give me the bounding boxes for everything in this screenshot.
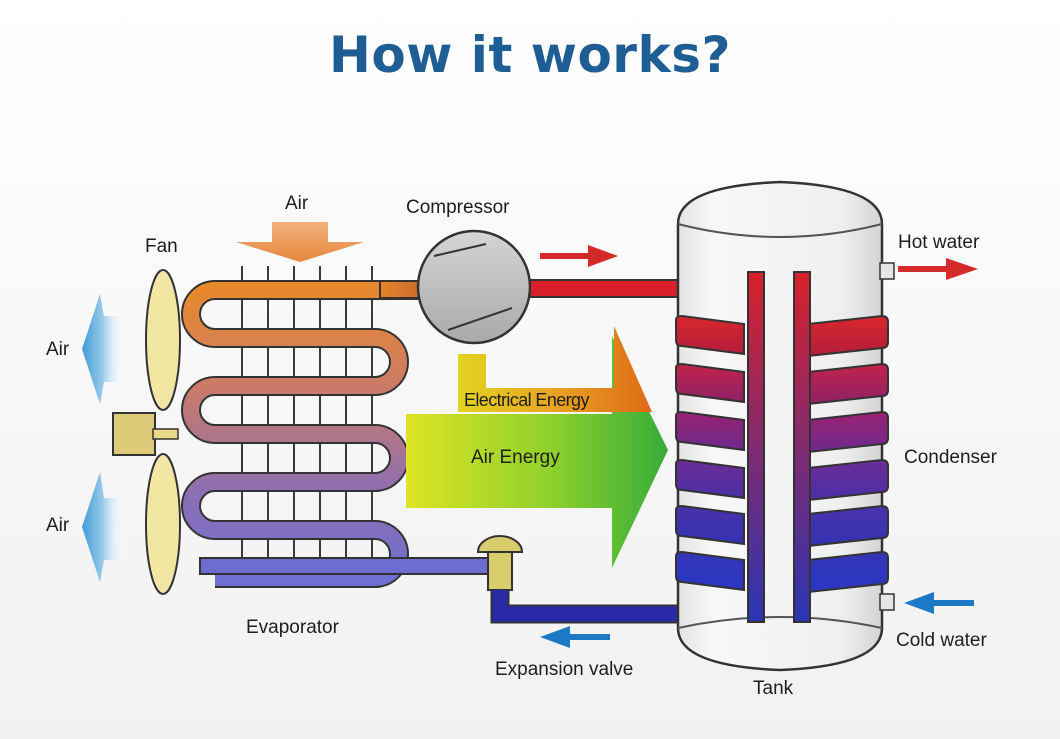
- fan-blade-top: [145, 269, 181, 411]
- condenser-label: Condenser: [904, 447, 997, 468]
- tank-label: Tank: [753, 678, 794, 699]
- page-title: How it works?: [329, 26, 731, 84]
- compressor: [416, 229, 532, 345]
- cold-water-in-arrow: [904, 592, 974, 614]
- air-energy-arrow: [406, 336, 668, 568]
- cold-water-label: Cold water: [896, 630, 987, 651]
- cold-flow-arrow: [540, 626, 610, 648]
- tank: [676, 180, 884, 672]
- air-out-arrow-bottom: [82, 472, 124, 582]
- air-out-label-bottom: Air: [46, 515, 70, 536]
- hot-flow-arrow: [540, 245, 618, 267]
- air-in-label: Air: [285, 193, 309, 214]
- fan-blade-bottom: [145, 453, 181, 595]
- hot-water-label: Hot water: [898, 232, 980, 253]
- tank-water-pipe: [793, 271, 811, 623]
- air-energy-label: Air Energy: [471, 447, 560, 468]
- air-out-label-top: Air: [46, 339, 70, 360]
- condenser-coil: [675, 314, 889, 594]
- air-in-arrow: [236, 222, 364, 262]
- expansion-valve: [476, 535, 524, 591]
- electrical-energy-label: Electrical Energy: [464, 390, 589, 410]
- tank-inlet-pipe: [747, 271, 765, 623]
- fan-hub: [112, 412, 156, 456]
- expansion-valve-label: Expansion valve: [495, 659, 634, 680]
- evaporator-label: Evaporator: [246, 617, 339, 638]
- hot-water-out-arrow: [898, 258, 978, 280]
- electrical-energy-arrow: [458, 326, 652, 412]
- fan-label: Fan: [145, 236, 178, 257]
- compressor-label: Compressor: [406, 197, 510, 218]
- air-out-arrow-top: [82, 294, 124, 404]
